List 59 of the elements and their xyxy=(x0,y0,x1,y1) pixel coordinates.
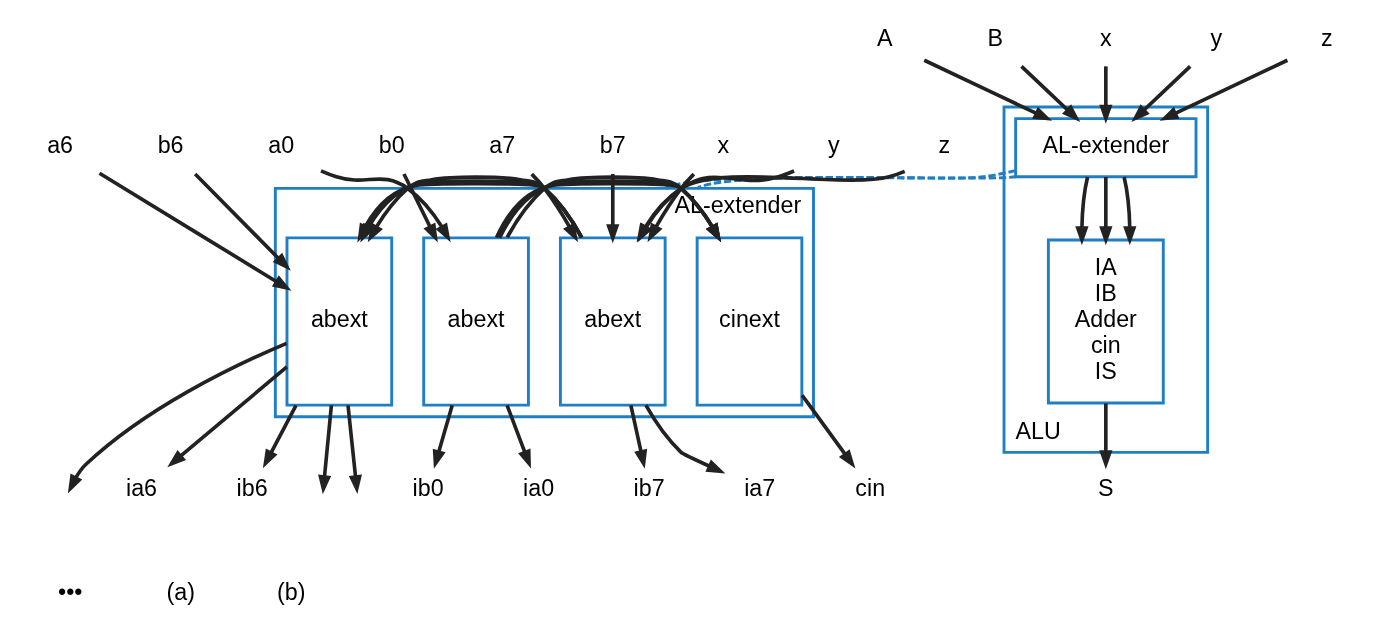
arrow xyxy=(166,365,288,468)
arrow xyxy=(636,169,905,243)
node-text: y xyxy=(1210,24,1222,51)
arrow xyxy=(1159,58,1288,121)
node-text: x xyxy=(1099,24,1112,51)
node-text: ia0 xyxy=(522,474,554,501)
arrow xyxy=(800,394,855,469)
label: (a) xyxy=(166,579,195,606)
arrow xyxy=(1130,65,1191,123)
node-text: b6 xyxy=(157,132,184,159)
node-text: a0 xyxy=(267,132,294,159)
arrow xyxy=(1121,176,1136,246)
arrow xyxy=(1098,403,1112,470)
node-text: z xyxy=(938,132,950,159)
arrow xyxy=(1098,177,1112,246)
arrow xyxy=(504,404,531,469)
node-text: cin xyxy=(854,474,885,501)
node-text: B xyxy=(987,24,1003,51)
arrow xyxy=(529,172,578,243)
label: (b) xyxy=(276,579,306,606)
arrow xyxy=(262,404,298,469)
arrow xyxy=(605,174,619,244)
node-text: ia7 xyxy=(743,474,775,501)
node-box: abext xyxy=(285,236,393,407)
node-text: b7 xyxy=(599,132,626,159)
node-box: IA IB Adder cin IS xyxy=(1046,238,1165,405)
node-box: abext xyxy=(421,236,530,407)
arrow xyxy=(923,58,1052,121)
node-text: a7 xyxy=(488,132,515,159)
node-text: z xyxy=(1320,24,1333,51)
arrow xyxy=(401,173,438,243)
node-text: b0 xyxy=(378,132,405,159)
node-text: x xyxy=(717,132,729,159)
node-box: cinext xyxy=(695,236,803,407)
arrow xyxy=(432,404,454,469)
connector xyxy=(696,175,1017,190)
node-text: ib6 xyxy=(236,474,268,501)
node-text: S xyxy=(1097,474,1114,501)
node-text: a6 xyxy=(46,132,73,159)
node-text: y xyxy=(827,132,840,159)
arrow xyxy=(1074,176,1089,246)
node-text: A xyxy=(876,24,893,51)
arrow xyxy=(345,405,362,495)
node-box: abext xyxy=(558,236,667,407)
node-text: ib7 xyxy=(633,474,665,501)
arrow xyxy=(643,404,725,474)
node-text: ia6 xyxy=(125,474,157,501)
arrow xyxy=(98,171,291,291)
label: ••• xyxy=(57,579,82,606)
node-box: AL-extender xyxy=(1013,117,1197,179)
arrow xyxy=(317,405,333,495)
arrow xyxy=(647,172,695,243)
arrow xyxy=(67,341,287,494)
arrow xyxy=(1098,66,1112,124)
node-text: ib0 xyxy=(412,474,444,501)
arrow xyxy=(1019,65,1080,123)
arrow xyxy=(193,172,291,271)
arrow xyxy=(628,405,647,469)
connector xyxy=(664,169,1016,190)
